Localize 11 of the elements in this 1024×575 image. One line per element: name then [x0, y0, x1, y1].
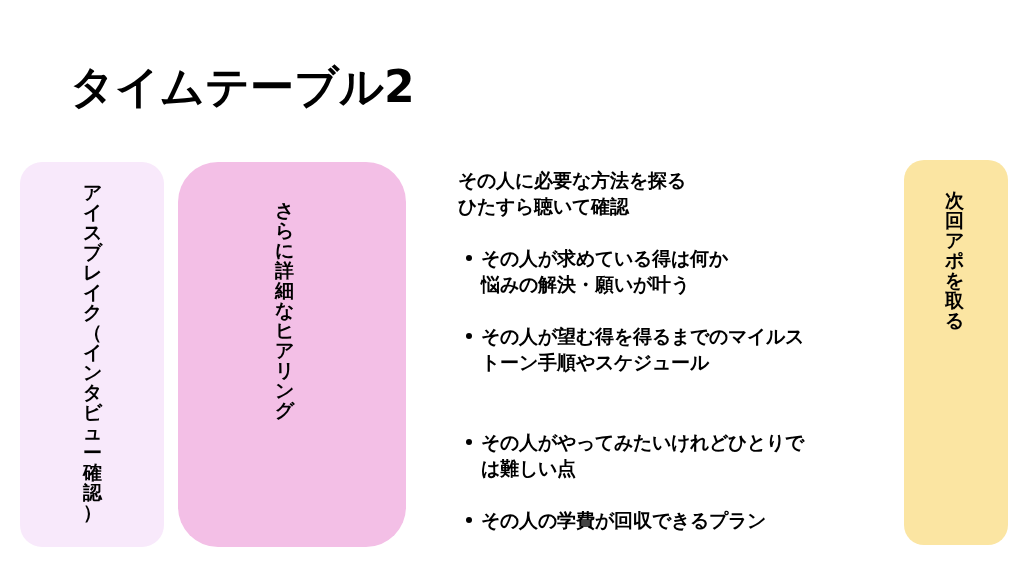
note-text: その人に必要な方法を探るひたすら聴いて確認: [458, 168, 687, 219]
title-text: タイムテーブル2: [70, 60, 415, 114]
bullet-text: その人が望む得を得るまでのマイルストーン手順やスケジュール: [481, 324, 805, 375]
box-label: 次回アポを取る: [944, 190, 965, 330]
bullet-text: その人の学費が回収できるプラン: [481, 508, 767, 533]
rounded-box: [178, 162, 406, 547]
bullet-text: その人が求めている得は何か悩みの解決・願いが叶う: [481, 246, 729, 297]
box-label: さらに詳細なヒアリング: [274, 200, 295, 420]
box-label: アイスブレイク（インタビュー確認）: [82, 182, 103, 522]
rounded-box: [904, 160, 1008, 545]
bullet-text: その人がやってみたいけれどひとりでは難しい点: [481, 430, 806, 481]
